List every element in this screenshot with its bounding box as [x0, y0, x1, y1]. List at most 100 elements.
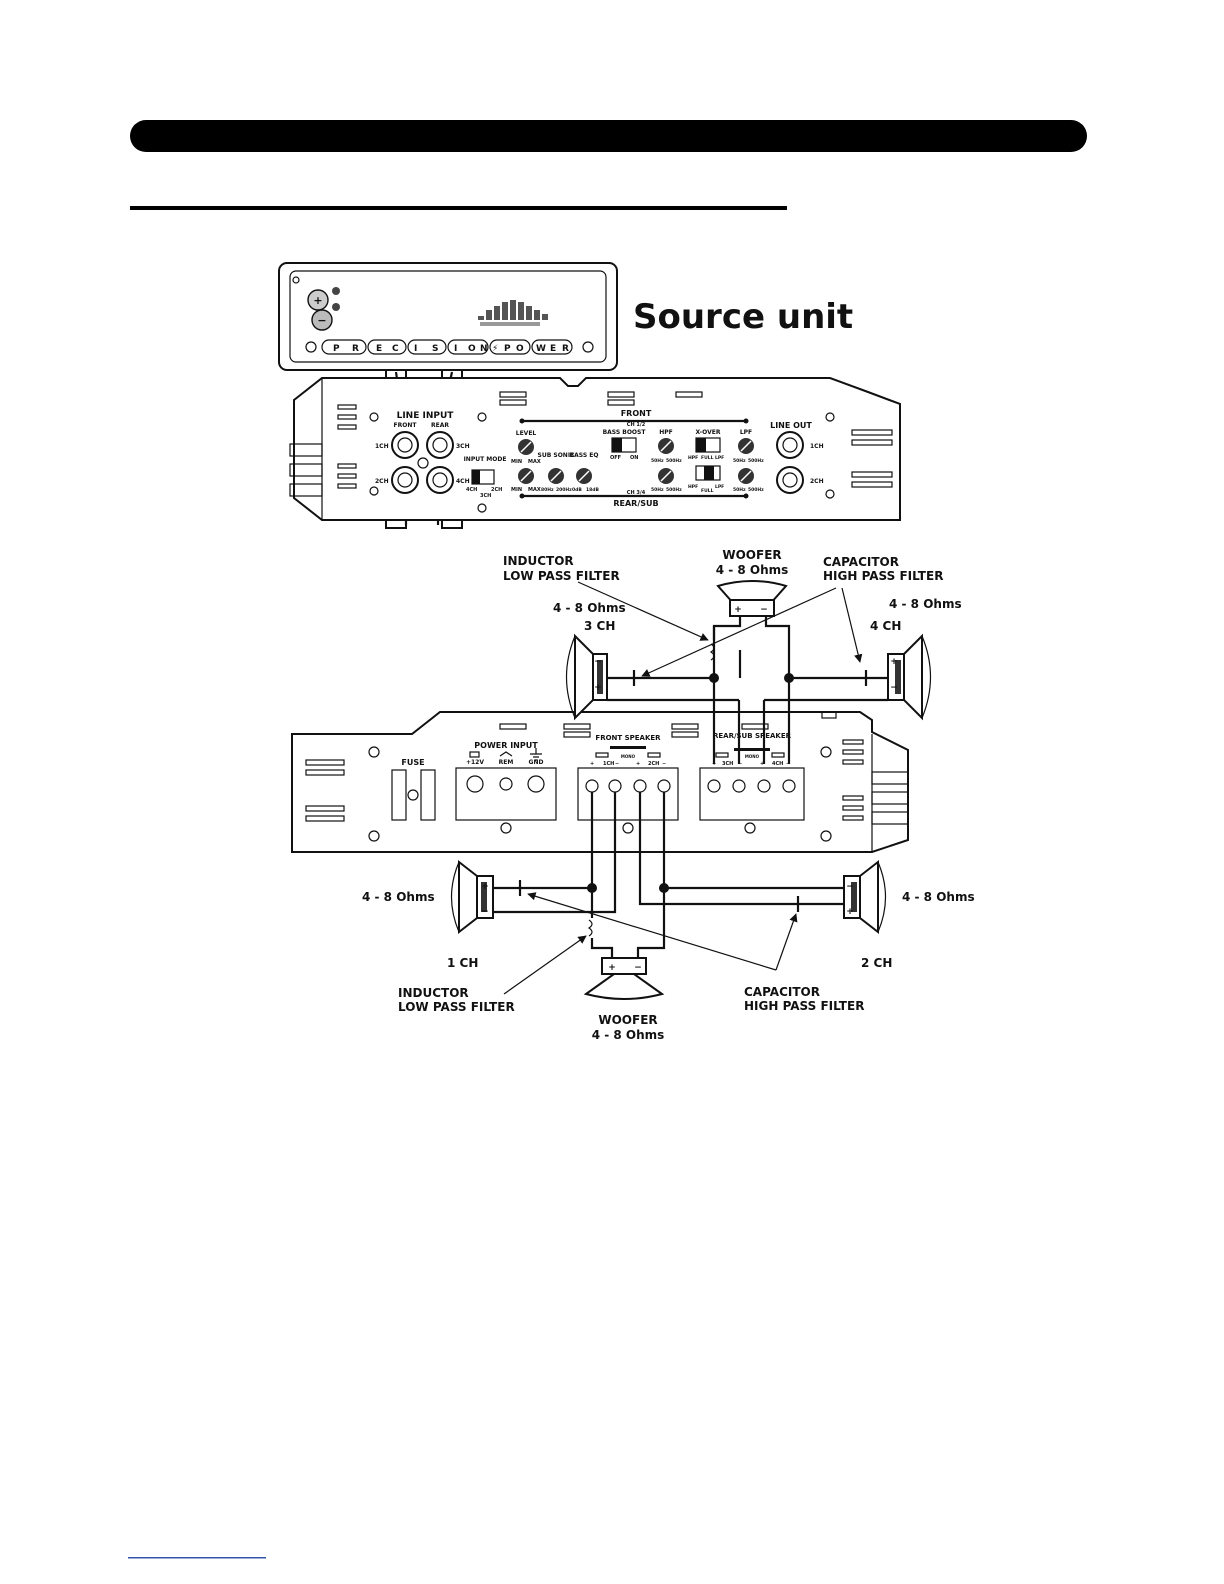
line-out-label: LINE OUT — [770, 421, 812, 430]
xover-full-label: FULL — [701, 455, 714, 461]
speaker-4ch-minus: − — [890, 683, 898, 693]
xover-label: X-OVER — [696, 429, 721, 436]
power-12v-label: +12V — [466, 759, 484, 766]
lpf-knob-rear — [738, 468, 754, 484]
bass-eq-knob — [576, 468, 592, 484]
faceplate-letter: I — [414, 344, 417, 354]
speaker-3ch-label: 3 CH — [584, 619, 615, 633]
lpf-knob-front — [738, 438, 754, 454]
faceplate-letter: O — [468, 344, 476, 354]
power-rem-terminal — [499, 777, 513, 791]
source-unit-title: Source unit — [633, 297, 853, 337]
faceplate-button — [531, 339, 573, 355]
input-1ch-label: 1CH — [375, 443, 389, 450]
amplifier-input-panel: LINE INPUT FRONT REAR 1CH 2CH 3CH 4CH IN… — [289, 377, 901, 521]
speaker-1ch-icon — [450, 859, 494, 935]
power-terminal-block — [455, 767, 557, 821]
input-4ch-label: 4CH — [456, 478, 470, 485]
junction-dot — [587, 883, 597, 893]
speaker-4ch-label: 4 CH — [870, 619, 901, 633]
bass-eq-0db-label: 0dB — [572, 487, 582, 493]
rear-xover-full-label: FULL — [701, 488, 714, 494]
hpf-500-label: 500Hz — [666, 458, 682, 464]
vent-slots-bottom — [305, 711, 864, 822]
xover-switch-front-knob — [696, 438, 706, 452]
mode-2ch-label: 2CH — [491, 487, 502, 493]
rear-4ch-label: 4CH — [772, 761, 783, 767]
rear-4ch-minus-terminal — [782, 779, 796, 793]
faceplate-button — [321, 339, 367, 355]
inductor-rear-icon — [709, 643, 715, 661]
rear-bar-sublabel: CH 3/4 — [627, 490, 646, 496]
speaker-2ch-label: 2 CH — [861, 956, 892, 970]
rear-level-min-label: MIN — [511, 487, 522, 493]
faceplate-letter: W — [536, 344, 546, 354]
header-bar — [130, 120, 1087, 152]
rear-woofer-ohms: 4 - 8 Ohms — [716, 563, 789, 577]
sub-sonic-knob — [548, 468, 564, 484]
ground-icon — [530, 748, 542, 761]
speaker-3ch-minus: − — [594, 657, 602, 667]
hpf-knob-rear — [658, 468, 674, 484]
power-input-label: POWER INPUT — [474, 741, 538, 750]
footer-rule — [128, 1557, 266, 1559]
input-mode-label: INPUT MODE — [464, 456, 507, 463]
faceplate-letter: E — [550, 344, 556, 354]
speaker-2ch-ohms: 4 - 8 Ohms — [902, 890, 975, 904]
front-woofer-ohms: 4 - 8 Ohms — [592, 1028, 665, 1042]
power-gnd-label: GND — [529, 759, 544, 766]
speaker-4ch-plus: + — [890, 657, 898, 667]
lpf-500-label: 500Hz — [748, 458, 764, 464]
level-max-label: MAX — [528, 459, 541, 465]
power-12v-terminal — [466, 775, 484, 793]
lightning-icon: ⚡ — [492, 344, 498, 354]
rear-low-pass-label: LOW PASS FILTER — [503, 569, 620, 583]
faceplate-button — [447, 339, 489, 355]
front-inductor-label: INDUCTOR — [398, 986, 469, 1000]
line-out-2ch-label: 2CH — [810, 478, 824, 485]
rca-jack-2ch — [391, 466, 419, 494]
power-rem-label: REM — [499, 759, 514, 766]
speaker-1ch-plus: + — [481, 882, 489, 892]
volume-plus-label: + — [313, 294, 322, 307]
speaker-4ch-icon — [887, 633, 932, 721]
hpf-knob-front — [658, 438, 674, 454]
xover-switch-rear-knob — [704, 466, 714, 480]
front-low-pass-label: LOW PASS FILTER — [398, 1000, 515, 1014]
bass-boost-switch-knob — [612, 438, 622, 452]
rear-bar-label: REAR/SUB — [613, 499, 658, 508]
front-2ch-plus: + — [636, 761, 640, 767]
mode-3ch-label: 3CH — [480, 493, 491, 499]
line-out-jack-1ch — [776, 431, 804, 459]
line-out-1ch-label: 1CH — [810, 443, 824, 450]
faceplate-letter: I — [454, 344, 457, 354]
front-1ch-plus: + — [590, 761, 594, 767]
sub-sonic-200-label: 200Hz — [556, 487, 572, 493]
speaker-1ch-label: 1 CH — [447, 956, 478, 970]
faceplate-button — [407, 339, 447, 355]
rear-3ch-label: 3CH — [722, 761, 733, 767]
volume-down-knob — [311, 309, 333, 331]
level-knob-rear — [518, 468, 534, 484]
front-1ch-minus: − — [615, 761, 619, 767]
fuse-holder-right — [420, 769, 436, 821]
rear-3ch-plus-terminal — [707, 779, 721, 793]
rear-inductor-label: INDUCTOR — [503, 554, 574, 568]
front-capacitor-label: CAPACITOR — [744, 985, 820, 999]
woofer-rear-minus: − — [760, 605, 768, 615]
line-out-jack-2ch — [776, 466, 804, 494]
speaker-4ch-ohms: 4 - 8 Ohms — [889, 597, 962, 611]
rear-4ch-plus-terminal — [757, 779, 771, 793]
rear-speaker-wiring: − + + − + − — [503, 548, 962, 764]
speaker-2ch-plus: + — [846, 907, 854, 917]
release-button-icon — [292, 276, 300, 284]
volume-up-knob — [307, 289, 329, 311]
woofer-front-icon — [583, 957, 665, 1000]
rear-xover-hpf-label: HPF — [688, 484, 698, 490]
rear-input-label: REAR — [431, 422, 449, 429]
front-bridge-label: MONO — [621, 754, 636, 759]
rear-3ch-minus: − — [738, 761, 742, 767]
speaker-1ch-minus: − — [481, 907, 489, 917]
fuse-holder-left — [391, 769, 407, 821]
faceplate-button-row: P R E C I S I O N ⚡ P O W E R — [305, 339, 594, 355]
